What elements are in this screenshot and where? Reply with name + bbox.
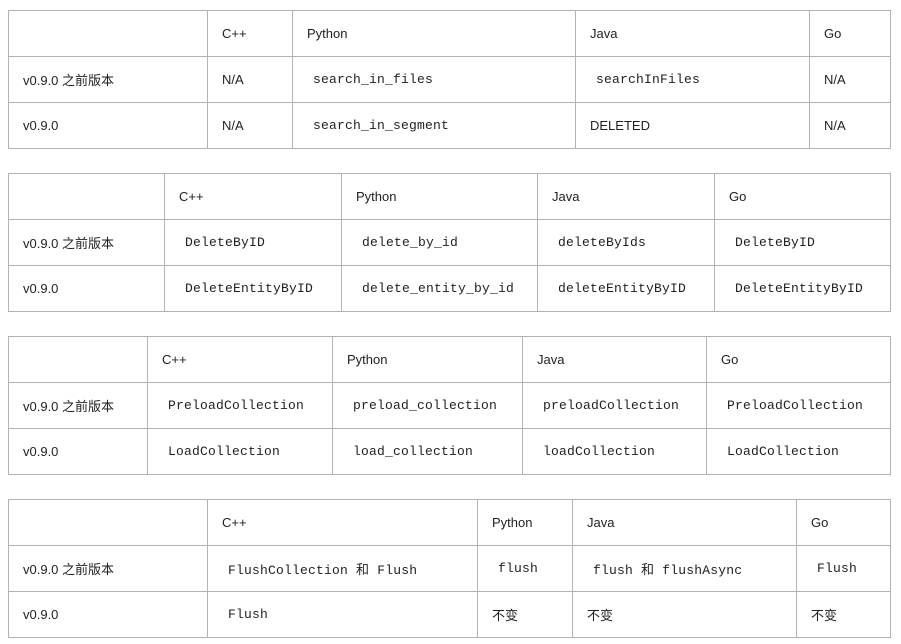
cell-python: load_collection bbox=[332, 428, 523, 475]
cell-cpp: N/A bbox=[207, 102, 293, 149]
row-label: v0.9.0 之前版本 bbox=[8, 382, 148, 429]
column-header-go: Go bbox=[796, 499, 891, 546]
column-header-go: Go bbox=[706, 336, 891, 383]
cell-go: DeleteEntityByID bbox=[714, 265, 891, 312]
row-label: v0.9.0 之前版本 bbox=[8, 545, 208, 592]
row-label: v0.9.0 bbox=[8, 591, 208, 638]
column-header-go: Go bbox=[714, 173, 891, 220]
table-row: v0.9.0 之前版本 PreloadCollection preload_co… bbox=[8, 382, 891, 429]
cell-go: PreloadCollection bbox=[706, 382, 891, 429]
table-row: v0.9.0 Flush 不变 不变 不变 bbox=[8, 591, 891, 638]
cell-java: 不变 bbox=[572, 591, 797, 638]
cell-python: delete_entity_by_id bbox=[341, 265, 538, 312]
table-header-row: C++ Python Java Go bbox=[8, 173, 891, 220]
cell-go: LoadCollection bbox=[706, 428, 891, 475]
column-header-java: Java bbox=[522, 336, 707, 383]
cell-cpp: DeleteByID bbox=[164, 219, 342, 266]
cell-python: flush bbox=[477, 545, 573, 592]
column-header-empty bbox=[8, 336, 148, 383]
table-header-row: C++ Python Java Go bbox=[8, 10, 891, 57]
column-header-go: Go bbox=[809, 10, 891, 57]
cell-python: search_in_files bbox=[292, 56, 576, 103]
cell-java: searchInFiles bbox=[575, 56, 810, 103]
cell-go: N/A bbox=[809, 102, 891, 149]
column-header-cpp: C++ bbox=[207, 499, 478, 546]
column-header-java: Java bbox=[575, 10, 810, 57]
table-row: v0.9.0 之前版本 N/A search_in_files searchIn… bbox=[8, 56, 891, 103]
column-header-java: Java bbox=[537, 173, 715, 220]
cell-java: deleteEntityByID bbox=[537, 265, 715, 312]
cell-go: 不变 bbox=[796, 591, 891, 638]
cell-cpp: DeleteEntityByID bbox=[164, 265, 342, 312]
column-header-cpp: C++ bbox=[207, 10, 293, 57]
cell-java: preloadCollection bbox=[522, 382, 707, 429]
column-header-empty bbox=[8, 173, 165, 220]
row-label: v0.9.0 bbox=[8, 428, 148, 475]
column-header-empty bbox=[8, 10, 208, 57]
row-label: v0.9.0 之前版本 bbox=[8, 56, 208, 103]
column-header-python: Python bbox=[341, 173, 538, 220]
column-header-python: Python bbox=[292, 10, 576, 57]
cell-cpp: FlushCollection 和 Flush bbox=[207, 545, 478, 592]
cell-java: deleteByIds bbox=[537, 219, 715, 266]
cell-cpp: PreloadCollection bbox=[147, 382, 333, 429]
flush-methods-table: C++ Python Java Go v0.9.0 之前版本 FlushColl… bbox=[8, 499, 891, 638]
cell-python: 不变 bbox=[477, 591, 573, 638]
cell-cpp: Flush bbox=[207, 591, 478, 638]
column-header-python: Python bbox=[477, 499, 573, 546]
table-row: v0.9.0 之前版本 DeleteByID delete_by_id dele… bbox=[8, 219, 891, 266]
cell-python: delete_by_id bbox=[341, 219, 538, 266]
cell-go: N/A bbox=[809, 56, 891, 103]
column-header-python: Python bbox=[332, 336, 523, 383]
table-row: v0.9.0 N/A search_in_segment DELETED N/A bbox=[8, 102, 891, 149]
row-label: v0.9.0 bbox=[8, 265, 165, 312]
column-header-java: Java bbox=[572, 499, 797, 546]
table-row: v0.9.0 之前版本 FlushCollection 和 Flush flus… bbox=[8, 545, 891, 592]
row-label: v0.9.0 bbox=[8, 102, 208, 149]
row-label: v0.9.0 之前版本 bbox=[8, 219, 165, 266]
cell-java: flush 和 flushAsync bbox=[572, 545, 797, 592]
table-row: v0.9.0 DeleteEntityByID delete_entity_by… bbox=[8, 265, 891, 312]
table-header-row: C++ Python Java Go bbox=[8, 499, 891, 546]
cell-cpp: N/A bbox=[207, 56, 293, 103]
delete-methods-table: C++ Python Java Go v0.9.0 之前版本 DeleteByI… bbox=[8, 173, 891, 312]
cell-python: search_in_segment bbox=[292, 102, 576, 149]
load-methods-table: C++ Python Java Go v0.9.0 之前版本 PreloadCo… bbox=[8, 336, 891, 475]
cell-java: DELETED bbox=[575, 102, 810, 149]
cell-go: Flush bbox=[796, 545, 891, 592]
cell-java: loadCollection bbox=[522, 428, 707, 475]
cell-python: preload_collection bbox=[332, 382, 523, 429]
search-methods-table: C++ Python Java Go v0.9.0 之前版本 N/A searc… bbox=[8, 10, 891, 149]
column-header-empty bbox=[8, 499, 208, 546]
column-header-cpp: C++ bbox=[164, 173, 342, 220]
column-header-cpp: C++ bbox=[147, 336, 333, 383]
cell-cpp: LoadCollection bbox=[147, 428, 333, 475]
table-header-row: C++ Python Java Go bbox=[8, 336, 891, 383]
table-row: v0.9.0 LoadCollection load_collection lo… bbox=[8, 428, 891, 475]
cell-go: DeleteByID bbox=[714, 219, 891, 266]
